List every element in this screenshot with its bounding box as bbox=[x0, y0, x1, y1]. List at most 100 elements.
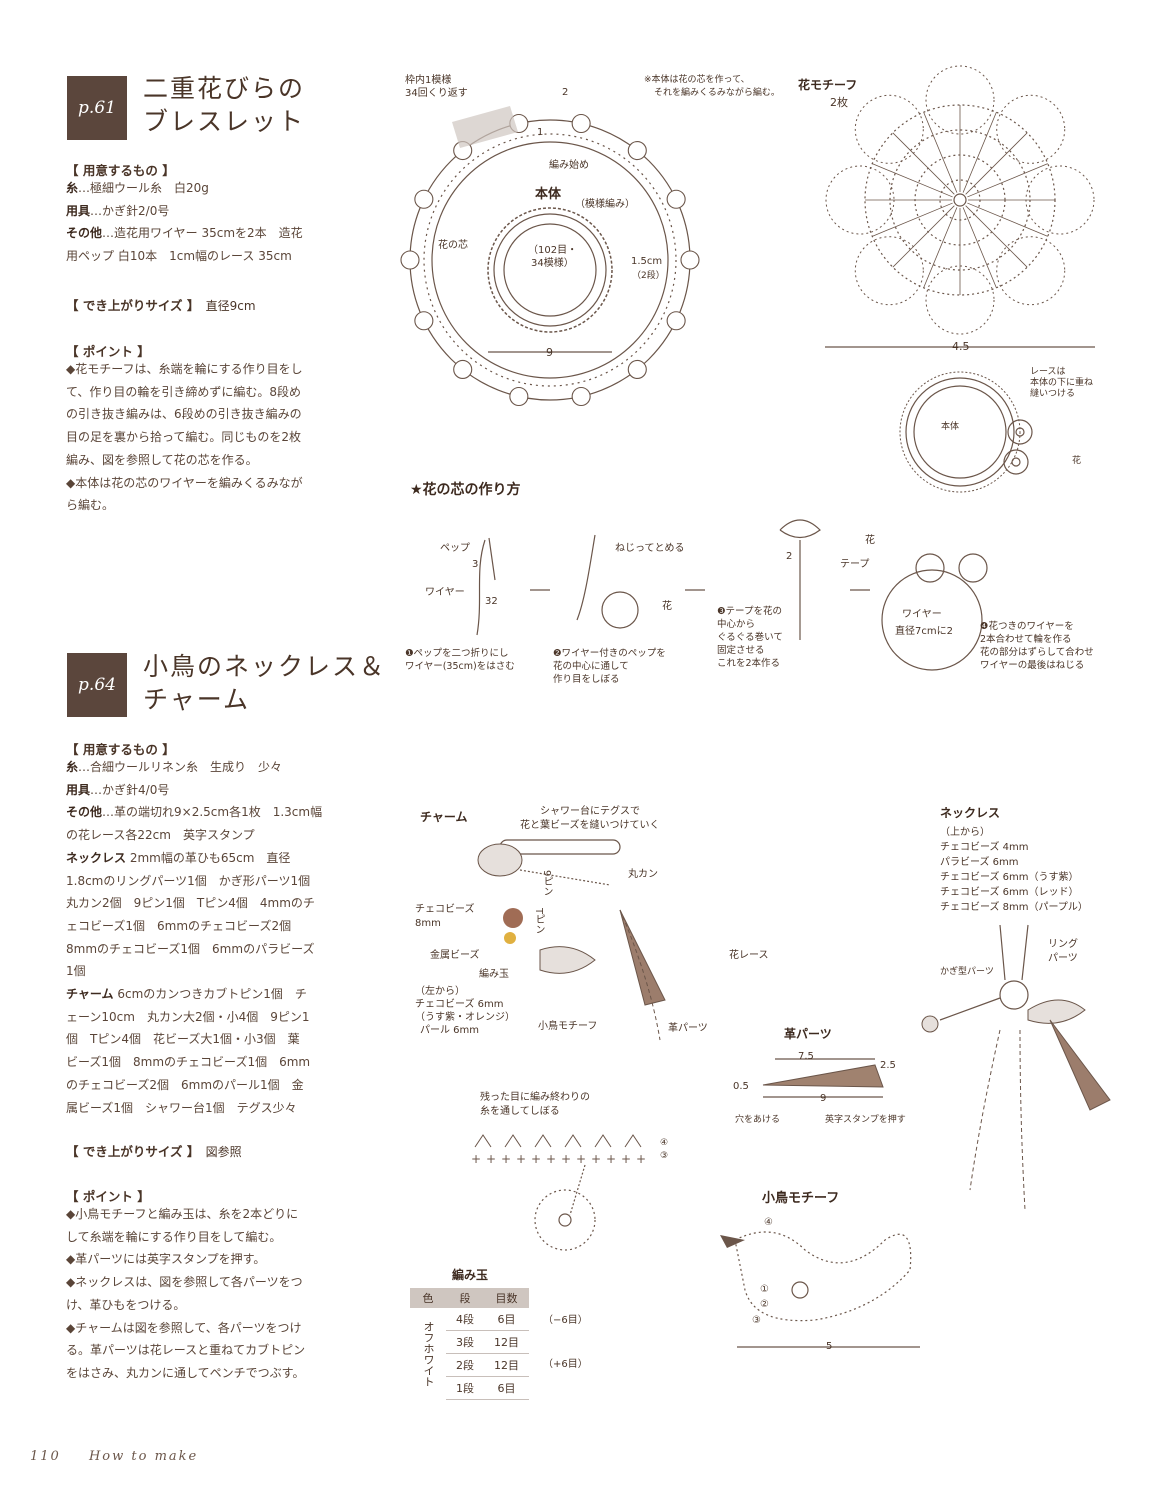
point-line: ◆花モチーフは、糸端を輪にする作り目をし bbox=[66, 362, 303, 376]
size-heading-2: 【 でき上がりサイズ 】 図参照 bbox=[66, 1144, 242, 1159]
amidama-stitch: + bbox=[606, 1152, 616, 1166]
amidama-table-title: 編み玉 bbox=[452, 1268, 489, 1282]
left-from-1: （左から） bbox=[415, 986, 465, 997]
lace-note-2: 本体の下に重ね bbox=[1030, 378, 1094, 388]
stamp-label: 英字スタンプを押す bbox=[825, 1115, 906, 1125]
repeat-highlight bbox=[452, 106, 518, 148]
amidama-connector bbox=[569, 1164, 586, 1216]
material-line: 属ビーズ1個 シャワー台1個 テグス少々 bbox=[66, 1100, 297, 1115]
section1-title: 二重花びらの ブレスレット bbox=[143, 72, 305, 138]
table-cell: 1段 bbox=[446, 1376, 484, 1400]
table-cell: 6目 bbox=[484, 1308, 529, 1331]
amidama-stitch: + bbox=[531, 1152, 541, 1166]
leather-dim-left: 0.5 bbox=[733, 1081, 749, 1092]
diameter-label: 9 bbox=[546, 346, 553, 359]
materials-heading-1: 【 用意するもの 】 bbox=[66, 163, 175, 178]
section1-title-line2: ブレスレット bbox=[143, 107, 306, 136]
materials-list-1: 糸…極細ウール糸 白20g 用具…かぎ針2/0号 その他…造花用ワイヤー 35c… bbox=[66, 177, 356, 268]
material-line: 8mmのチェコビーズ1個 6mmのパラビーズ bbox=[66, 941, 315, 956]
lace-note-3: 縫いつける bbox=[1030, 389, 1076, 399]
flower-spoke bbox=[967, 163, 1048, 198]
necklace-bead-list: （上から） チェコビーズ 4mm パラビーズ 6mm チェコビーズ 6mm（うす… bbox=[940, 827, 1088, 913]
flower-lace-necklace bbox=[969, 1029, 1026, 1211]
charm-title: チャーム bbox=[420, 810, 468, 824]
flower-spoke bbox=[962, 207, 997, 288]
stitch-count-2: 34模様） bbox=[531, 258, 574, 269]
amidama-note-1: 残った目に編み終わりの bbox=[480, 1092, 590, 1103]
petal bbox=[666, 311, 686, 331]
amidama-stitch bbox=[624, 1134, 642, 1148]
point-line: ◆ネックレスは、図を参照して各パーツをつ bbox=[66, 1275, 303, 1290]
pin-9-label: 9ピン bbox=[541, 870, 552, 897]
leather-dim-top: 7.5 bbox=[798, 1051, 814, 1062]
amidama-round bbox=[534, 1189, 596, 1251]
leather-diagram bbox=[762, 1058, 884, 1098]
page-number: 110 bbox=[30, 1449, 61, 1464]
material-line: その他…革の端切れ9×2.5cm各1枚 1.3cm幅 bbox=[66, 805, 323, 820]
pep-label: ペップ bbox=[440, 543, 470, 554]
left-from-3: （うす紫・オレンジ） bbox=[415, 1012, 515, 1023]
point-line: て、作り目の輪を引き締めずに編む。8段め bbox=[66, 384, 302, 399]
hook-part bbox=[939, 997, 1001, 1021]
step4-flower-2 bbox=[958, 553, 988, 583]
rows-label: （2段） bbox=[632, 271, 665, 281]
necklace-bead bbox=[921, 1015, 939, 1033]
bird-r3: ③ bbox=[752, 1315, 761, 1326]
step4-flower-1 bbox=[915, 553, 945, 583]
table-color-cell: オフホワイト bbox=[422, 1320, 435, 1387]
metal-bead bbox=[504, 932, 516, 944]
table-row: 2段 12目 bbox=[410, 1353, 529, 1377]
table-cell: 2段 bbox=[446, 1353, 484, 1377]
flower-lace-charm bbox=[619, 909, 661, 1041]
step4-ring bbox=[881, 569, 983, 671]
amidama-table: 色 段 目数 オフホワイト 4段 6目 3段 12目 2段 12目 1段 6目 bbox=[410, 1288, 529, 1400]
ring-parts-1: リング bbox=[1048, 939, 1078, 950]
point-line: る。革パーツは花レースと重ねてカブトピン bbox=[66, 1343, 306, 1358]
point-line: ◆チャームは図を参照して、各パーツをつけ bbox=[66, 1320, 302, 1335]
lace-flowers bbox=[1003, 419, 1033, 475]
material-line: 用具…かぎ針2/0号 bbox=[66, 203, 170, 218]
points-heading-1: 【 ポイント 】 bbox=[66, 344, 150, 359]
point-line: ◆革パーツには英字スタンプを押す。 bbox=[66, 1252, 266, 1267]
material-line: 用ペップ 白10本 1cm幅のレース 35cm bbox=[66, 249, 292, 264]
point-line: ら編む。 bbox=[66, 498, 115, 513]
bracelet-note-2: それを編みくるみながら編む。 bbox=[654, 88, 780, 98]
petal bbox=[414, 311, 434, 331]
bird-motif-necklace bbox=[1027, 999, 1086, 1024]
material-line: 丸カン2個 9ピン1個 Tピン4個 4mmのチ bbox=[66, 896, 315, 911]
flower-motif-count: 2枚 bbox=[830, 96, 848, 109]
petal bbox=[571, 386, 591, 407]
left-from-4: パール 6mm bbox=[420, 1025, 480, 1036]
hole-label: 穴をあける bbox=[735, 1115, 781, 1125]
bird-r2: ② bbox=[760, 1299, 769, 1310]
page-footer: 110 How to make bbox=[30, 1449, 198, 1464]
amidama-row3: ++++++++++++ bbox=[471, 1152, 646, 1166]
bird-title: 小鳥モチーフ bbox=[762, 1191, 840, 1206]
flower-lace-label: 花レース bbox=[729, 950, 769, 961]
footer-text: How to make bbox=[88, 1449, 199, 1464]
bird-r1: ① bbox=[760, 1284, 769, 1295]
bracelet-note-1: ※本体は花の芯を作って、 bbox=[644, 75, 750, 85]
leather-part-necklace bbox=[1049, 1019, 1111, 1111]
material-line: ェーン10cm 丸カン大2個・小4個 9ピン1 bbox=[66, 1009, 310, 1024]
flower-petal bbox=[996, 236, 1066, 306]
material-line: 個 Tピン4個 花ビーズ大1個・小3個 葉 bbox=[66, 1032, 300, 1047]
necklace-title: ネックレス bbox=[940, 806, 1001, 820]
amidama-note-minus: （−6目） bbox=[543, 1315, 588, 1326]
step3-text: ❸テープを花の中心からぐるぐる巻いて固定させるこれを2本作る bbox=[717, 606, 783, 669]
material-line: の花レース各22cm 英字スタンプ bbox=[66, 828, 255, 843]
step2-text: ❷ワイヤー付きのペップを花の中心に通して作り目をしぼる bbox=[553, 648, 666, 685]
leather-dim-right: 2.5 bbox=[880, 1060, 896, 1071]
wire-label: ワイヤー bbox=[425, 587, 465, 598]
amidama-stitch: + bbox=[516, 1152, 526, 1166]
size-value-1: 直径9cm bbox=[205, 299, 256, 313]
flower-spoke bbox=[872, 163, 953, 198]
amidama-stitch bbox=[474, 1134, 492, 1148]
bird-center-ring bbox=[791, 1281, 809, 1299]
amidama-stitch: + bbox=[621, 1152, 631, 1166]
table-cell: 3段 bbox=[446, 1330, 484, 1354]
ring-part bbox=[999, 980, 1029, 1010]
charm-chain bbox=[519, 869, 611, 886]
points-list-2: ◆小鳥モチーフと編み玉は、糸を2本どりに して糸端を輪にする作り目をして編む。 … bbox=[66, 1203, 356, 1385]
size-heading-1: 【 でき上がりサイズ 】 直径9cm bbox=[66, 298, 256, 313]
